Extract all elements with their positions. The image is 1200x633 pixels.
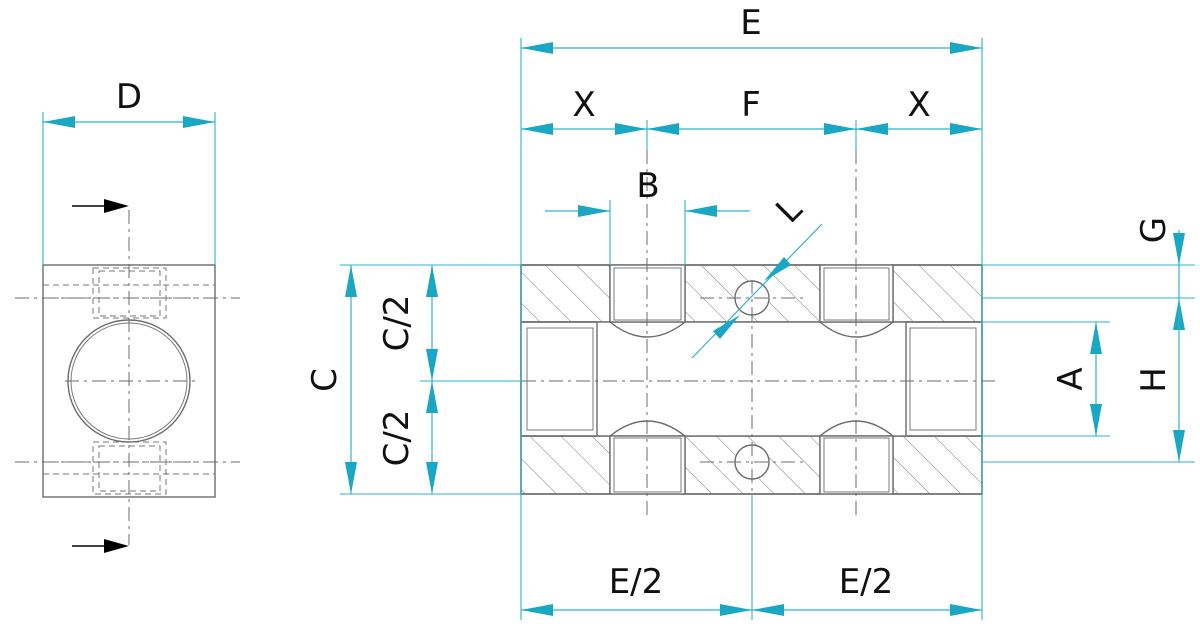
dimension-C-half: C/2 C/2	[377, 265, 438, 494]
dimension-A: A	[1051, 322, 1102, 436]
label-C: C	[305, 368, 345, 392]
dimension-D: D	[42, 77, 216, 265]
dimension-X-F-X: X F X	[521, 85, 982, 135]
label-X-left: X	[572, 85, 595, 125]
label-E2-left: E/2	[609, 562, 664, 602]
label-X-right: X	[907, 85, 930, 125]
side-view: D	[15, 77, 240, 553]
dimension-H: H	[1134, 298, 1185, 462]
section-arrow-bottom-icon	[72, 539, 129, 553]
label-D: D	[116, 77, 142, 117]
dimension-C: C	[305, 265, 357, 494]
dimension-E-half: E/2 E/2	[521, 562, 982, 616]
label-H: H	[1134, 367, 1174, 393]
label-E2-right: E/2	[839, 562, 894, 602]
section-arrow-top-icon	[72, 199, 129, 213]
dimension-G: G	[1134, 217, 1185, 330]
label-F: F	[741, 85, 761, 125]
dimension-E: E	[521, 3, 982, 54]
label-G: G	[1134, 217, 1174, 243]
label-C2-top: C/2	[377, 295, 417, 352]
label-B: B	[636, 166, 659, 206]
label-E: E	[740, 3, 761, 43]
dimension-B: B	[545, 166, 750, 217]
section-view	[495, 150, 1000, 520]
label-L: L	[768, 189, 810, 231]
label-A: A	[1051, 367, 1091, 390]
label-C2-bottom: C/2	[377, 410, 417, 467]
